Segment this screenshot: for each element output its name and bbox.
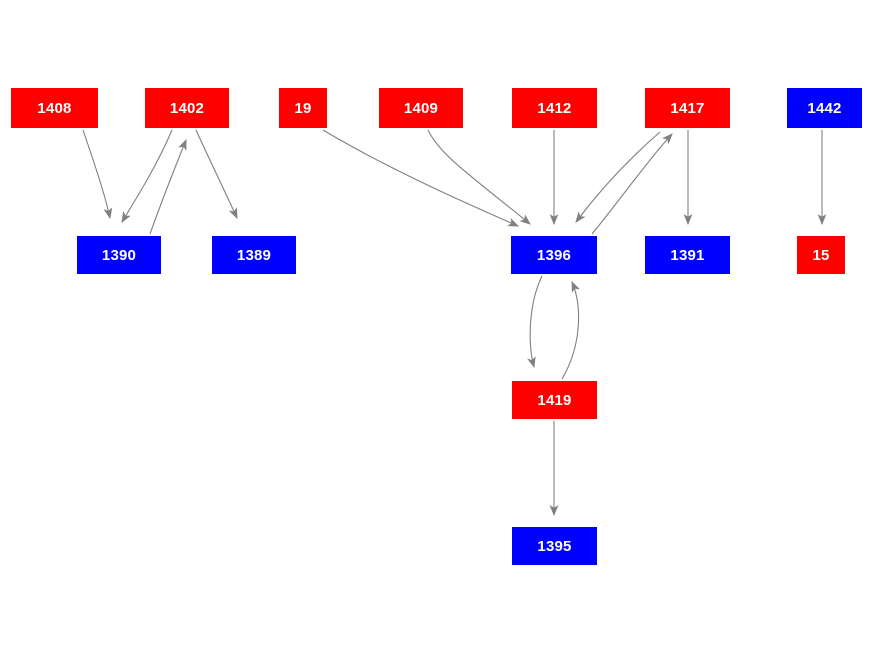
graph-node-1395[interactable]: 1395	[512, 527, 597, 565]
graph-node-1391[interactable]: 1391	[645, 236, 730, 274]
graph-edge-1396-to-1417	[591, 133, 673, 235]
graph-edge-1419-to-1396	[561, 280, 580, 380]
graph-node-1419[interactable]: 1419	[512, 381, 597, 419]
graph-node-1389[interactable]: 1389	[212, 236, 296, 274]
graph-node-1409[interactable]: 1409	[379, 88, 463, 128]
graph-node-1417[interactable]: 1417	[645, 88, 730, 128]
graph-edge-1396-to-1419	[527, 275, 543, 369]
graph-edge-1390-to-1402	[149, 138, 187, 235]
graph-node-1390[interactable]: 1390	[77, 236, 161, 274]
graph-edge-1402-to-1390	[121, 129, 173, 223]
graph-edge-19-to-1396	[322, 129, 520, 227]
edge-group	[82, 129, 827, 517]
graph-edge-1402-to-1389	[195, 129, 238, 220]
graph-node-15[interactable]: 15	[797, 236, 845, 274]
graph-node-1402[interactable]: 1402	[145, 88, 229, 128]
graph-edge-1408-to-1390	[82, 129, 113, 220]
graph-node-1396[interactable]: 1396	[511, 236, 597, 274]
graph-edge-1409-to-1396	[427, 129, 531, 225]
graph-edge-1417-to-1396	[575, 131, 661, 223]
graph-node-19[interactable]: 19	[279, 88, 327, 128]
graph-node-1408[interactable]: 1408	[11, 88, 98, 128]
graph-node-1442[interactable]: 1442	[787, 88, 862, 128]
graph-node-1412[interactable]: 1412	[512, 88, 597, 128]
